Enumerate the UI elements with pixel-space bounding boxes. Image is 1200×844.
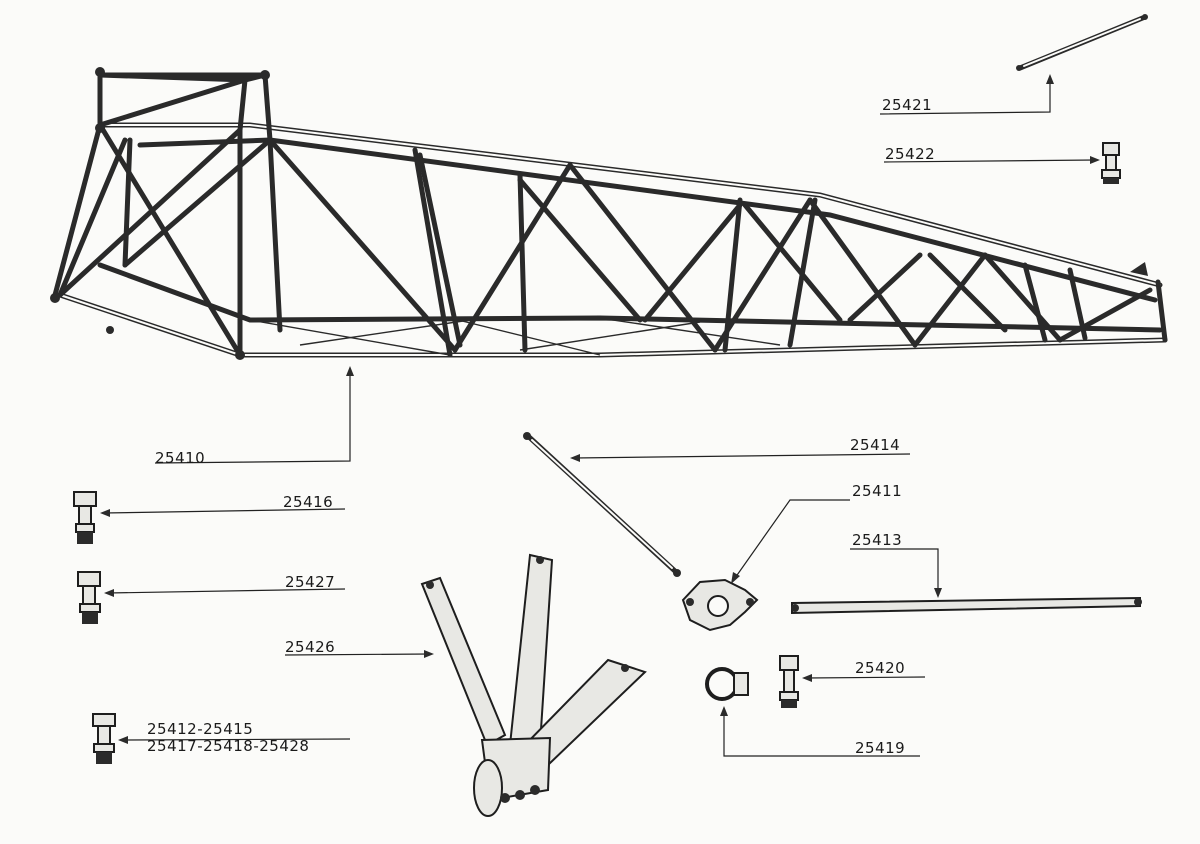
fuselage-frame (50, 67, 1168, 360)
strut-25421 (1016, 14, 1148, 71)
strut-25413 (791, 596, 1142, 615)
label-25419: 25419 (855, 739, 906, 757)
label-25411: 25411 (852, 482, 903, 500)
strut-25414 (523, 432, 681, 577)
fitting-25411 (681, 578, 759, 632)
bolt-25416 (73, 491, 97, 544)
label-25422: 25422 (885, 145, 936, 163)
leader-lines (100, 74, 1100, 757)
clamp-25419 (705, 667, 749, 701)
label-25417-25418-25428: 25417-25418-25428 (147, 737, 310, 755)
label-25420: 25420 (855, 659, 906, 677)
bolt-25420 (779, 655, 799, 708)
label-25426: 25426 (285, 638, 336, 656)
label-25410: 25410 (155, 449, 206, 467)
label-25413: 25413 (852, 531, 903, 549)
bolt-25427 (77, 571, 101, 624)
label-25414: 25414 (850, 436, 901, 454)
label-25427: 25427 (285, 573, 336, 591)
label-25421: 25421 (882, 96, 933, 114)
label-25412-25415: 25412-25415 (147, 720, 254, 738)
bolt-25412 (92, 713, 116, 764)
bolt-25422 (1101, 142, 1121, 184)
gear-legs-25426 (420, 553, 647, 817)
label-25416: 25416 (283, 493, 334, 511)
